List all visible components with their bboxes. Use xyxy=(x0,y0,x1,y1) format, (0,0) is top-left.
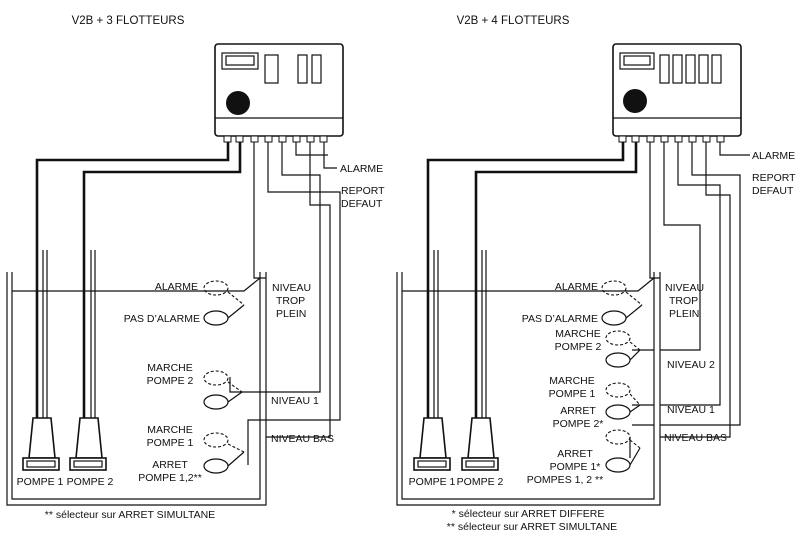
left-arret-label-b: POMPE 1,2** xyxy=(138,472,202,484)
left-marche1-label-b: POMPE 1 xyxy=(147,437,194,449)
right-marche1-label-b: POMPE 1 xyxy=(549,388,596,400)
right-report-label-1: REPORT xyxy=(752,172,796,184)
right-marche2-label-a: MARCHE xyxy=(555,328,601,340)
left-title: V2B + 3 FLOTTEURS xyxy=(72,15,185,27)
right-marche1-label-a: MARCHE xyxy=(549,375,595,387)
right-pompe-2-label: POMPE 2 xyxy=(457,476,504,488)
right-knob-icon xyxy=(623,89,647,113)
left-pompe-1-label: POMPE 1 xyxy=(17,476,64,488)
left-knob-icon xyxy=(226,91,250,115)
left-report-label-1: REPORT xyxy=(341,185,385,197)
right-note-2: ** sélecteur sur ARRET SIMULTANE xyxy=(447,521,617,533)
left-float-marche-1 xyxy=(203,432,245,474)
right-float-alarme-label: ALARME xyxy=(555,281,598,293)
right-niveau-trop-label-2: TROP xyxy=(669,295,698,307)
left-tank xyxy=(6,272,267,506)
right-note-1: * sélecteur sur ARRET DIFFERE xyxy=(452,508,605,520)
right-tank xyxy=(396,272,661,506)
left-arret-label-a: ARRET xyxy=(152,459,188,471)
right-control-box xyxy=(612,43,742,143)
left-diagram: V2B + 3 FLOTTEURS xyxy=(6,15,385,521)
right-diagram: V2B + 4 FLOTTEURS xyxy=(396,15,796,533)
right-arret2-label-b: POMPE 2* xyxy=(553,418,604,430)
left-niveau-trop-label-1: NIVEAU xyxy=(272,282,311,294)
left-float-marche-2 xyxy=(203,370,243,410)
left-niveau-1-label: NIVEAU 1 xyxy=(271,395,319,407)
left-marche2-label-a: MARCHE xyxy=(147,362,193,374)
left-niveau-trop-label-2: TROP xyxy=(276,295,305,307)
left-control-box xyxy=(214,43,344,143)
right-niveau-trop-label-3: PLEIN xyxy=(669,308,699,320)
left-niveau-bas-label: NIVEAU BAS xyxy=(271,433,334,445)
left-note-1: ** sélecteur sur ARRET SIMULTANE xyxy=(45,509,215,521)
right-niveau-1-label: NIVEAU 1 xyxy=(667,404,715,416)
right-report-label-2: DEFAUT xyxy=(752,185,794,197)
right-pompe-1-icon xyxy=(413,417,451,471)
left-alarme-output-label: ALARME xyxy=(340,163,383,175)
right-title: V2B + 4 FLOTTEURS xyxy=(457,15,570,27)
right-niveau-2-label: NIVEAU 2 xyxy=(667,359,715,371)
right-float-alarme xyxy=(601,280,643,326)
left-pompe-2-label: POMPE 2 xyxy=(67,476,114,488)
right-alarme-output-label: ALARME xyxy=(752,150,795,162)
left-float-alarme-label: ALARME xyxy=(155,281,198,293)
left-float-alarme xyxy=(203,280,245,326)
right-pompe-2-icon xyxy=(461,417,499,471)
right-float-marche-2 xyxy=(605,330,641,368)
right-arret1-label-b: POMPE 1* xyxy=(550,461,601,473)
left-marche2-label-b: POMPE 2 xyxy=(147,375,194,387)
right-niveau-trop-label-1: NIVEAU xyxy=(665,282,704,294)
left-float-pas-alarme-label: PAS D’ALARME xyxy=(124,313,200,325)
right-marche2-label-b: POMPE 2 xyxy=(555,341,602,353)
left-niveau-trop-label-3: PLEIN xyxy=(276,308,306,320)
right-arret1-label-a: ARRET xyxy=(557,448,593,460)
left-marche1-label-a: MARCHE xyxy=(147,424,193,436)
left-report-label-2: DEFAUT xyxy=(341,198,383,210)
right-float-marche-1 xyxy=(605,382,641,420)
right-arret1-label-c: POMPES 1, 2 ** xyxy=(527,474,603,486)
right-float-pas-alarme-label: PAS D’ALARME xyxy=(522,313,598,325)
right-pompe-1-label: POMPE 1 xyxy=(409,476,456,488)
right-arret2-label-a: ARRET xyxy=(560,405,596,417)
left-pompe-2-icon xyxy=(69,417,107,471)
right-niveau-bas-label: NIVEAU BAS xyxy=(664,432,727,444)
left-pompe-1-icon xyxy=(22,417,60,471)
right-float-arret-2 xyxy=(605,429,641,473)
